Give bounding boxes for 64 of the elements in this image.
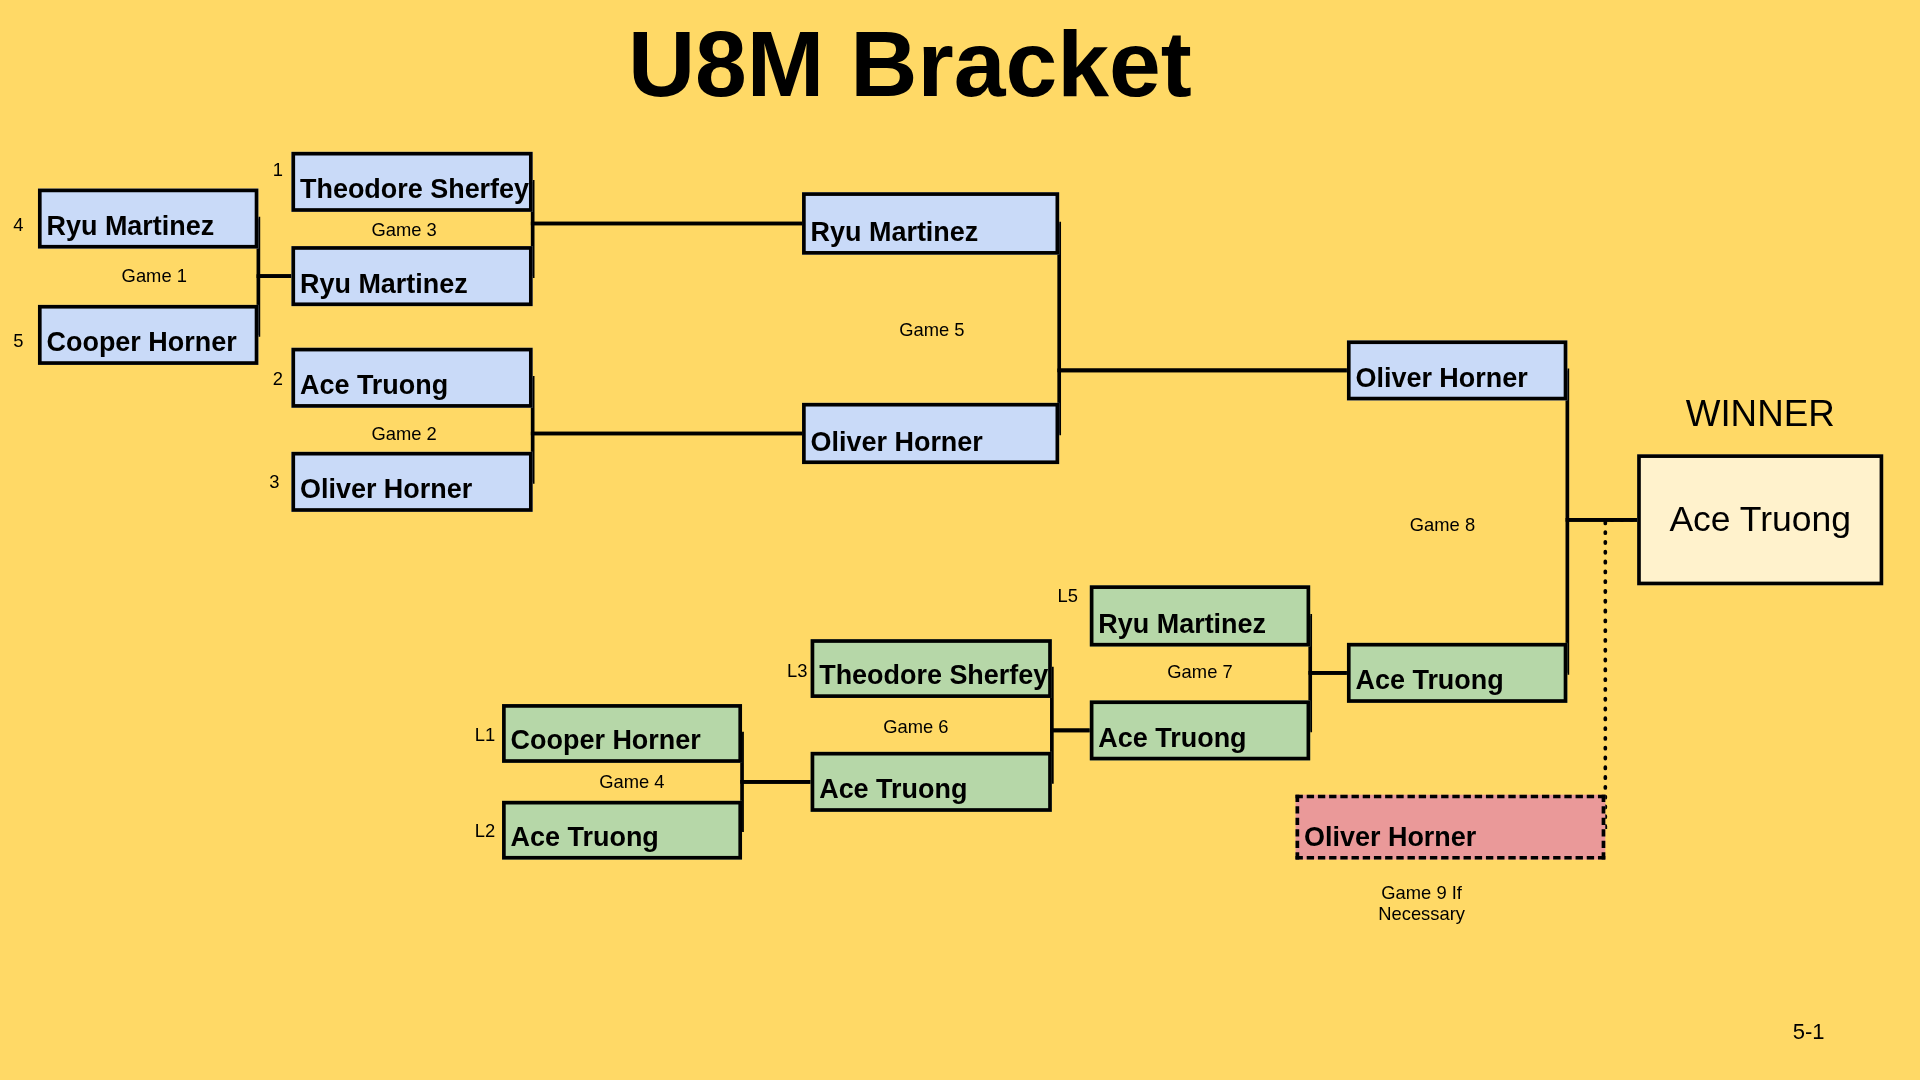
player-box xyxy=(810,639,1052,698)
player-name: Ace Truong xyxy=(1098,723,1247,754)
game-label: Game 4 xyxy=(599,770,665,792)
player-box xyxy=(1089,585,1311,647)
player-box xyxy=(802,402,1060,465)
game-label: Game 3 xyxy=(371,218,437,240)
bracket-line xyxy=(1565,517,1638,675)
bracket-line xyxy=(1308,671,1347,733)
seed-label: 3 xyxy=(269,470,280,492)
bracket-line xyxy=(530,431,803,484)
player-box xyxy=(291,451,533,512)
bracket-line xyxy=(1050,728,1090,784)
player-box xyxy=(802,192,1060,255)
player-name: Ace Truong xyxy=(1669,499,1851,540)
player-name: Ace Truong xyxy=(510,822,659,853)
player-name: Cooper Horner xyxy=(46,327,237,358)
player-box xyxy=(1346,642,1568,703)
seed-label: L5 xyxy=(1057,584,1078,606)
bracket-line xyxy=(256,274,292,337)
game-label: Game 5 xyxy=(899,319,965,340)
game-note: Game 9 If Necessary xyxy=(1377,881,1466,924)
player-name: Cooper Horner xyxy=(510,725,701,756)
seed-label: 2 xyxy=(272,367,284,389)
bracket-line xyxy=(530,221,803,278)
seed-label: L2 xyxy=(474,819,496,841)
seed-label: 5 xyxy=(13,330,24,351)
player-box xyxy=(810,751,1052,812)
player-box xyxy=(291,151,533,212)
game-label: Game 6 xyxy=(883,715,949,737)
player-name: Oliver Horner xyxy=(300,474,473,505)
bracket-line xyxy=(740,780,811,833)
player-box xyxy=(502,704,743,763)
game-label: Game 1 xyxy=(121,265,187,286)
player-name: Ryu Martinez xyxy=(810,217,979,248)
player-box xyxy=(1295,794,1606,860)
player-name: Oliver Horner xyxy=(810,427,983,457)
bracket-line xyxy=(1057,368,1347,436)
bracket-title: U8M Bracket xyxy=(627,10,1192,117)
seed-label: 4 xyxy=(13,213,24,235)
player-box xyxy=(291,347,533,408)
seed-label: 1 xyxy=(272,158,284,180)
page-number: 5-1 xyxy=(1792,1019,1825,1046)
game-label: Game 8 xyxy=(1409,513,1476,535)
game-label: Game 7 xyxy=(1167,660,1233,682)
game-label: Game 2 xyxy=(371,423,437,444)
player-box xyxy=(1089,700,1311,761)
player-name: Theodore Sherfey xyxy=(300,174,530,205)
player-name: Oliver Horner xyxy=(1304,822,1477,853)
player-box xyxy=(37,304,259,365)
player-name: Ryu Martinez xyxy=(1098,609,1267,640)
player-name: Ace Truong xyxy=(1355,665,1504,696)
player-box xyxy=(1346,340,1568,401)
player-name: Ace Truong xyxy=(819,774,968,805)
player-name: Theodore Sherfey xyxy=(819,661,1049,691)
player-box xyxy=(502,800,743,860)
seed-label: L3 xyxy=(786,659,808,681)
player-name: Ryu Martinez xyxy=(300,269,468,299)
seed-label: L1 xyxy=(474,724,496,746)
player-box xyxy=(37,188,259,249)
player-name: Ace Truong xyxy=(300,370,449,401)
player-name: Ryu Martinez xyxy=(46,211,215,242)
winner-heading: WINNER xyxy=(1685,393,1835,435)
player-box xyxy=(291,246,533,307)
player-name: Oliver Horner xyxy=(1355,363,1528,394)
